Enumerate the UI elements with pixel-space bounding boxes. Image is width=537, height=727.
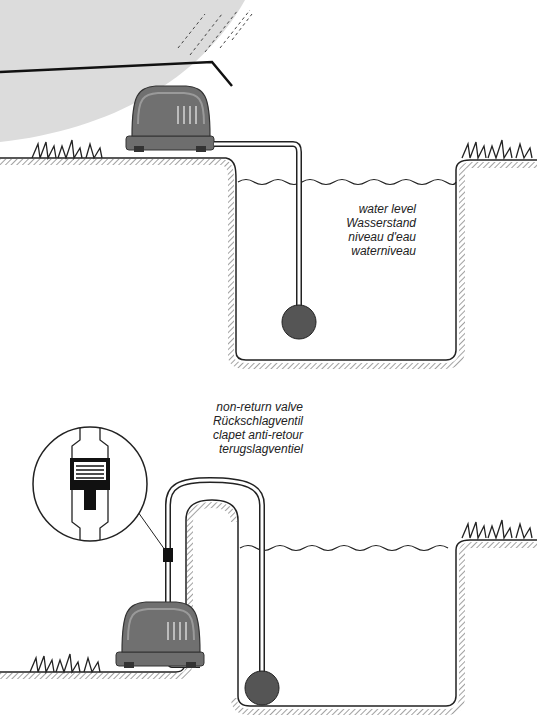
label-text: water level (359, 202, 416, 216)
label-text: terugslagventiel (219, 442, 303, 456)
label-text: waterniveau (351, 244, 416, 258)
label-text: Rückschlagventil (213, 414, 303, 428)
label-text: clapet anti-retour (213, 428, 303, 442)
label-text: niveau d'eau (348, 230, 416, 244)
label-text: Wasserstand (346, 216, 416, 230)
label-text: non-return valve (216, 400, 303, 414)
